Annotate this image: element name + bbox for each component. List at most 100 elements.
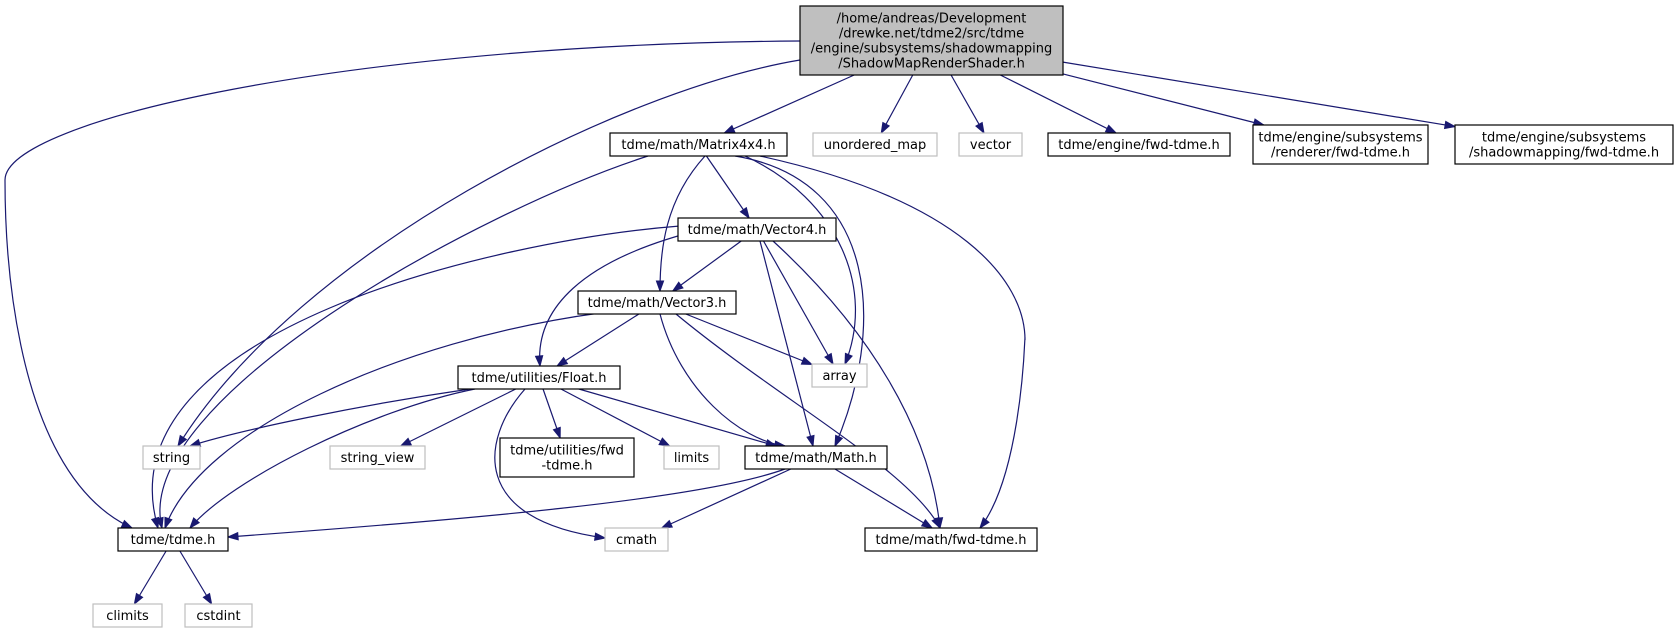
- edge-matrix4x4-to-math_fwd-arrowhead: [979, 517, 990, 530]
- edge-root-to-vector: [950, 74, 985, 134]
- node-renderer_fwd-label: /renderer/fwd-tdme.h: [1271, 146, 1410, 161]
- node-tdme-box: [117, 527, 229, 552]
- node-array: array: [811, 363, 868, 388]
- node-math-label: tdme/math/Math.h: [755, 451, 877, 466]
- edge-matrix4x4-to-vector4: [705, 155, 750, 219]
- node-utilities_fwd[interactable]: tdme/utilities/fwd-tdme.h: [499, 437, 635, 478]
- node-tdme[interactable]: tdme/tdme.h: [117, 527, 229, 552]
- edge-vector4-to-math-arrowhead: [806, 434, 815, 448]
- node-float[interactable]: tdme/utilities/Float.h: [457, 365, 621, 390]
- edge-math-to-tdme-arrowhead: [226, 531, 239, 541]
- edge-vector4-to-tdme-arrowhead: [150, 516, 160, 530]
- edge-root-to-string-arrowhead: [177, 434, 188, 448]
- edge-vector3-to-float-arrowhead: [555, 356, 569, 367]
- node-string: string: [142, 445, 201, 470]
- edge-vector3-to-math: [659, 313, 786, 447]
- node-vector: vector: [958, 132, 1023, 157]
- edge-float-to-limits: [560, 388, 670, 447]
- edge-vector3-to-tdme: [164, 312, 601, 529]
- edge-root-to-vector-arrowhead: [975, 121, 985, 135]
- edge-float-to-math: [578, 388, 777, 447]
- edge-matrix4x4-to-vector3: [659, 155, 706, 292]
- edge-root-to-matrix4x4: [724, 74, 855, 134]
- edge-vector4-to-math: [759, 240, 814, 447]
- node-vector3-box: [577, 290, 737, 315]
- edge-matrix4x4-to-array-arrowhead: [844, 352, 853, 366]
- edge-float-to-string: [189, 388, 471, 447]
- node-float-box: [457, 365, 621, 390]
- node-matrix4x4[interactable]: tdme/math/Matrix4x4.h: [609, 132, 788, 157]
- edge-root-to-shadow_fwd-arrowhead: [1443, 120, 1457, 130]
- edge-float-to-string-arrowhead: [188, 438, 202, 447]
- edge-root-to-engine_fwd-arrowhead: [1104, 124, 1118, 134]
- node-matrix4x4-label: tdme/math/Matrix4x4.h: [621, 138, 775, 153]
- edge-float-to-tdme-arrowhead: [189, 517, 201, 530]
- node-vector4-label: tdme/math/Vector4.h: [688, 223, 827, 238]
- node-tdme-label: tdme/tdme.h: [131, 533, 216, 548]
- edge-float-to-utilities_fwd-arrowhead: [552, 426, 561, 440]
- edge-float-to-limits-arrowhead: [658, 437, 671, 447]
- node-renderer_fwd[interactable]: tdme/engine/subsystems/renderer/fwd-tdme…: [1252, 124, 1429, 165]
- edge-root-to-matrix4x4-arrowhead: [722, 124, 736, 134]
- edge-vector4-to-array-arrowhead: [824, 352, 834, 366]
- edge-matrix4x4-to-math_fwd: [759, 155, 1026, 529]
- node-math_fwd[interactable]: tdme/math/fwd-tdme.h: [864, 527, 1038, 552]
- node-math-box: [744, 445, 888, 470]
- node-vector4[interactable]: tdme/math/Vector4.h: [677, 217, 837, 242]
- node-root-label: /ShadowMapRenderShader.h: [838, 57, 1025, 72]
- node-utilities_fwd-label: -tdme.h: [541, 459, 592, 474]
- node-cstdint-box: [184, 603, 253, 628]
- edge-vector4-to-vector3-arrowhead: [671, 281, 684, 292]
- node-utilities_fwd-label: tdme/utilities/fwd: [510, 444, 624, 459]
- node-math_fwd-box: [864, 527, 1038, 552]
- node-climits: climits: [92, 603, 163, 628]
- edge-root-to-unordered_map: [880, 74, 914, 134]
- node-vector-label: vector: [970, 138, 1012, 153]
- edge-vector4-to-math_fwd: [772, 240, 941, 529]
- edge-matrix4x4-to-math-arrowhead: [834, 434, 844, 448]
- node-vector3[interactable]: tdme/math/Vector3.h: [577, 290, 737, 315]
- node-cmath-label: cmath: [616, 533, 657, 548]
- edge-root-to-unordered_map-arrowhead: [880, 121, 891, 135]
- edge-tdme-to-climits-arrowhead: [133, 592, 144, 606]
- node-shadow_fwd[interactable]: tdme/engine/subsystems/shadowmapping/fwd…: [1454, 124, 1674, 165]
- node-float-label: tdme/utilities/Float.h: [472, 371, 607, 386]
- node-climits-label: climits: [106, 609, 149, 624]
- node-vector3-label: tdme/math/Vector3.h: [588, 296, 727, 311]
- node-root-label: /home/andreas/Development: [837, 12, 1027, 27]
- node-cstdint-label: cstdint: [196, 609, 240, 624]
- node-climits-box: [92, 603, 163, 628]
- edge-vector4-to-array: [762, 240, 834, 365]
- node-root-label: /drewke.net/tdme2/src/tdme: [839, 27, 1024, 42]
- edge-matrix4x4-to-vector4-arrowhead: [739, 206, 750, 220]
- edge-float-to-string_view-arrowhead: [399, 437, 413, 447]
- edge-matrix4x4-to-array: [744, 155, 857, 365]
- edge-root-to-shadow_fwd: [1062, 61, 1456, 128]
- node-array-label: array: [822, 369, 856, 384]
- node-unordered_map-label: unordered_map: [824, 138, 927, 153]
- edge-root-to-engine_fwd: [1000, 74, 1117, 134]
- edge-float-to-string_view: [400, 388, 517, 447]
- edge-matrix4x4-to-tdme: [159, 155, 649, 529]
- edge-vector4-to-vector3: [672, 240, 742, 292]
- node-shadow_fwd-box: [1454, 124, 1674, 165]
- node-string_view-box: [329, 445, 426, 470]
- edge-math-to-math_fwd-arrowhead: [920, 518, 934, 529]
- node-renderer_fwd-label: tdme/engine/subsystems: [1258, 131, 1422, 146]
- nodes-layer: /home/andreas/Development/drewke.net/tdm…: [92, 5, 1674, 628]
- node-cstdint: cstdint: [184, 603, 253, 628]
- node-root-box: [799, 5, 1064, 76]
- node-root[interactable]: /home/andreas/Development/drewke.net/tdm…: [799, 5, 1064, 76]
- node-cmath: cmath: [604, 527, 669, 552]
- node-vector4-box: [677, 217, 837, 242]
- edge-float-to-cmath: [494, 388, 606, 539]
- node-string_view: string_view: [329, 445, 426, 470]
- edge-math-to-cmath: [661, 468, 792, 529]
- edge-matrix4x4-to-vector3-arrowhead: [655, 280, 665, 293]
- node-engine_fwd[interactable]: tdme/engine/fwd-tdme.h: [1047, 132, 1231, 157]
- node-math[interactable]: tdme/math/Math.h: [744, 445, 888, 470]
- node-math_fwd-label: tdme/math/fwd-tdme.h: [875, 533, 1026, 548]
- edges-layer: [4, 40, 1457, 606]
- edge-vector3-to-float: [556, 313, 640, 367]
- node-renderer_fwd-box: [1252, 124, 1429, 165]
